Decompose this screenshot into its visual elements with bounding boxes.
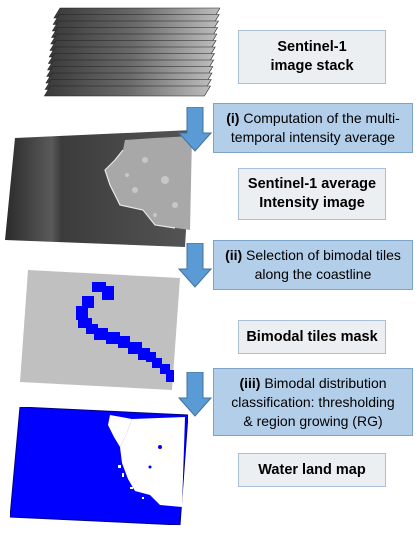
step-number: (iii) <box>239 374 261 391</box>
bimodal-tiles-mask-image <box>20 270 180 390</box>
output-box-bimodal-mask: Bimodal tiles mask <box>238 320 386 354</box>
output-label-line1: Sentinel-1 average <box>247 176 377 192</box>
step-text-line1: Bimodal distribution <box>260 374 387 391</box>
down-arrow-icon <box>177 107 213 153</box>
step-text-line2: classification: thresholding <box>231 393 395 410</box>
output-label-line1: Water land map <box>258 461 366 478</box>
step-text-line1: Computation of the multi- <box>239 110 400 126</box>
output-label-line2: Intensity image <box>259 195 365 211</box>
average-intensity-image <box>5 130 192 247</box>
stack-layer <box>43 85 211 97</box>
image-stack-illustration <box>40 4 220 106</box>
output-box-average-intensity: Sentinel-1 average Intensity image <box>238 168 386 220</box>
water-land-map-image <box>10 407 188 525</box>
output-label-line1: Bimodal tiles mask <box>246 328 378 345</box>
process-step-box-ii: (ii) Selection of bimodal tiles along th… <box>213 240 413 290</box>
step-text-line2: temporal intensity average <box>230 129 396 145</box>
output-box-water-land-map: Water land map <box>238 453 386 487</box>
down-arrow-icon <box>177 243 213 289</box>
process-step-box-iii: (iii) Bimodal distribution classificatio… <box>213 368 413 436</box>
step-number: (ii) <box>225 247 243 263</box>
step-text-line2: along the coastline <box>254 266 372 282</box>
down-arrow-icon <box>177 372 213 418</box>
output-label-line1: Sentinel-1 <box>277 39 347 55</box>
step-number: (i) <box>226 110 240 126</box>
process-step-box-i: (i) Computation of the multi- temporal i… <box>213 103 413 153</box>
step-text-line1: Selection of bimodal tiles <box>242 247 401 263</box>
output-label-line2: image stack <box>270 58 354 74</box>
step-text-line3: & region growing (RG) <box>243 412 383 429</box>
output-box-image-stack: Sentinel-1 image stack <box>238 30 386 84</box>
